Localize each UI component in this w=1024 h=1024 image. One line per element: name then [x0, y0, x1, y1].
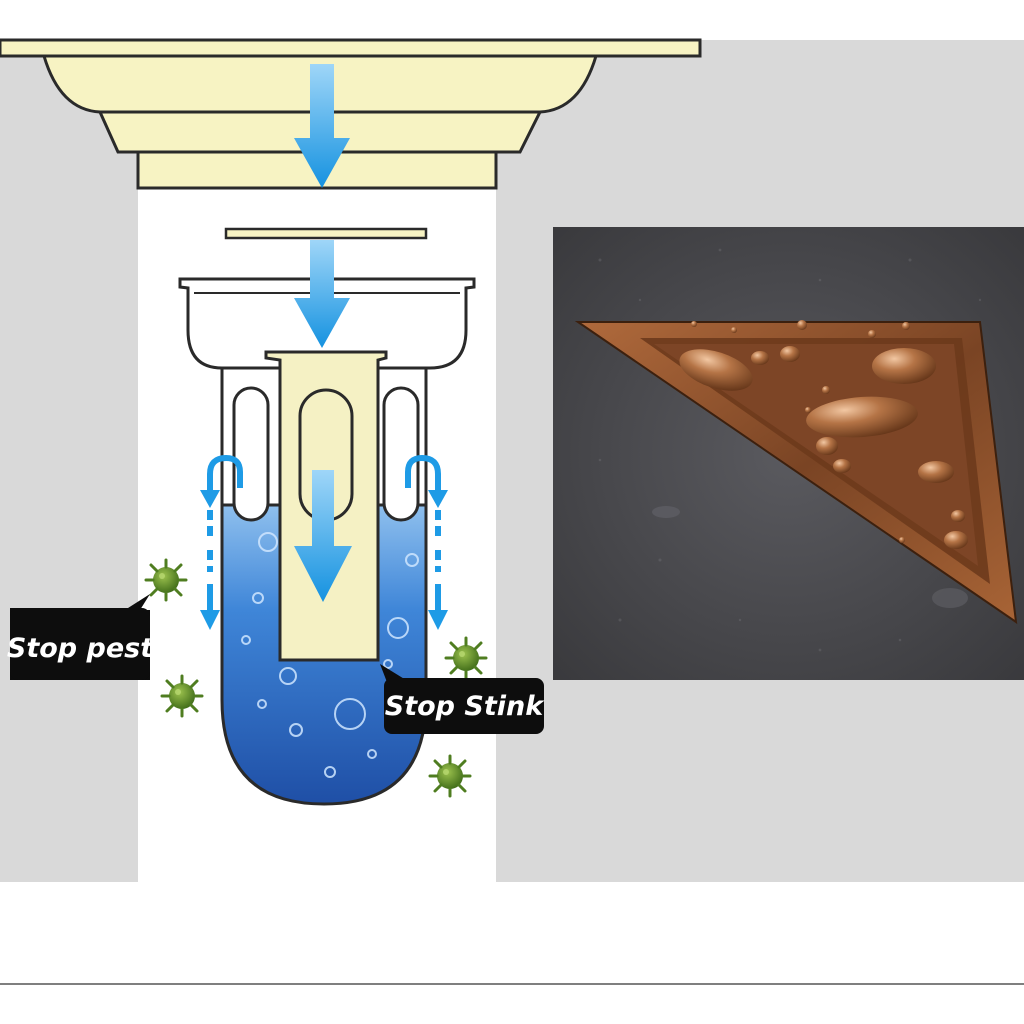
stop-pest-label: Stop pest [7, 594, 154, 680]
stop-stink-text: Stop Stink [385, 691, 545, 722]
stop-pest-text: Stop pest [7, 633, 154, 664]
cover-plate [224, 227, 428, 240]
stop-stink-label: Stop Stink [380, 664, 545, 734]
side-arrow-heads [200, 490, 448, 630]
wall-left [0, 40, 138, 882]
product-photo [553, 227, 1024, 680]
water-droplets [679, 320, 968, 549]
flow-arrow-icon [294, 64, 352, 602]
side-flow-arrows [207, 454, 441, 612]
